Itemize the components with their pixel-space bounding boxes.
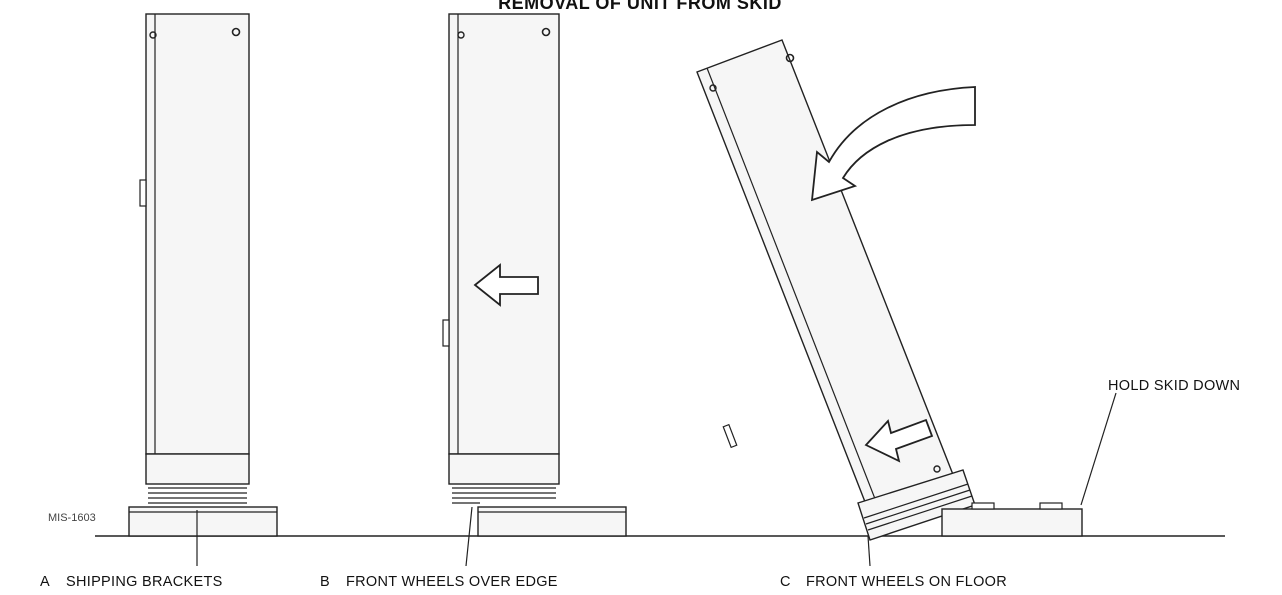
caption-c-letter: C xyxy=(780,574,791,590)
caption-c: C FRONT WHEELS ON FLOOR xyxy=(780,574,1007,590)
caption-b: B FRONT WHEELS OVER EDGE xyxy=(320,574,558,590)
move-left-arrow-icon xyxy=(473,263,539,307)
step-c-unit xyxy=(696,39,1117,567)
step-b-unit xyxy=(442,13,627,567)
skid-b xyxy=(477,506,627,537)
screw-icon xyxy=(933,465,941,473)
screw-icon xyxy=(785,53,795,63)
cabinet-b xyxy=(448,13,560,455)
caption-a-text: SHIPPING BRACKETS xyxy=(66,574,223,590)
latch-b xyxy=(442,319,450,347)
caption-b-text: FRONT WHEELS OVER EDGE xyxy=(346,574,558,590)
caption-b-letter: B xyxy=(320,574,330,590)
caption-a: A SHIPPING BRACKETS xyxy=(40,574,223,590)
skid-a xyxy=(128,506,278,537)
wheel-leader-line xyxy=(465,506,473,567)
callout-hold-skid: HOLD SKID DOWN xyxy=(1108,378,1240,394)
screw-icon xyxy=(541,27,551,37)
latch-a xyxy=(139,179,147,207)
step-a-unit xyxy=(128,13,278,566)
latch-c xyxy=(722,423,738,449)
hold-skid-leader-line xyxy=(1080,392,1117,506)
cabinet-b-base xyxy=(448,453,560,485)
screw-icon xyxy=(457,31,465,39)
rotate-arrow-icon xyxy=(810,86,976,202)
caption-a-letter: A xyxy=(40,574,50,590)
move-left-arrow-icon xyxy=(864,418,934,463)
screw-icon xyxy=(149,31,157,39)
skid-c xyxy=(941,508,1083,537)
floor-wheel-leader-line xyxy=(867,535,871,567)
cabinet-a-base xyxy=(145,453,250,485)
figure-heading: REMOVAL OF UNIT FROM SKID xyxy=(498,0,782,13)
cabinet-a xyxy=(145,13,250,455)
figure-id: MIS-1603 xyxy=(48,512,96,524)
screw-icon xyxy=(709,84,717,92)
screw-icon xyxy=(231,27,241,37)
caption-c-text: FRONT WHEELS ON FLOOR xyxy=(806,574,1007,590)
